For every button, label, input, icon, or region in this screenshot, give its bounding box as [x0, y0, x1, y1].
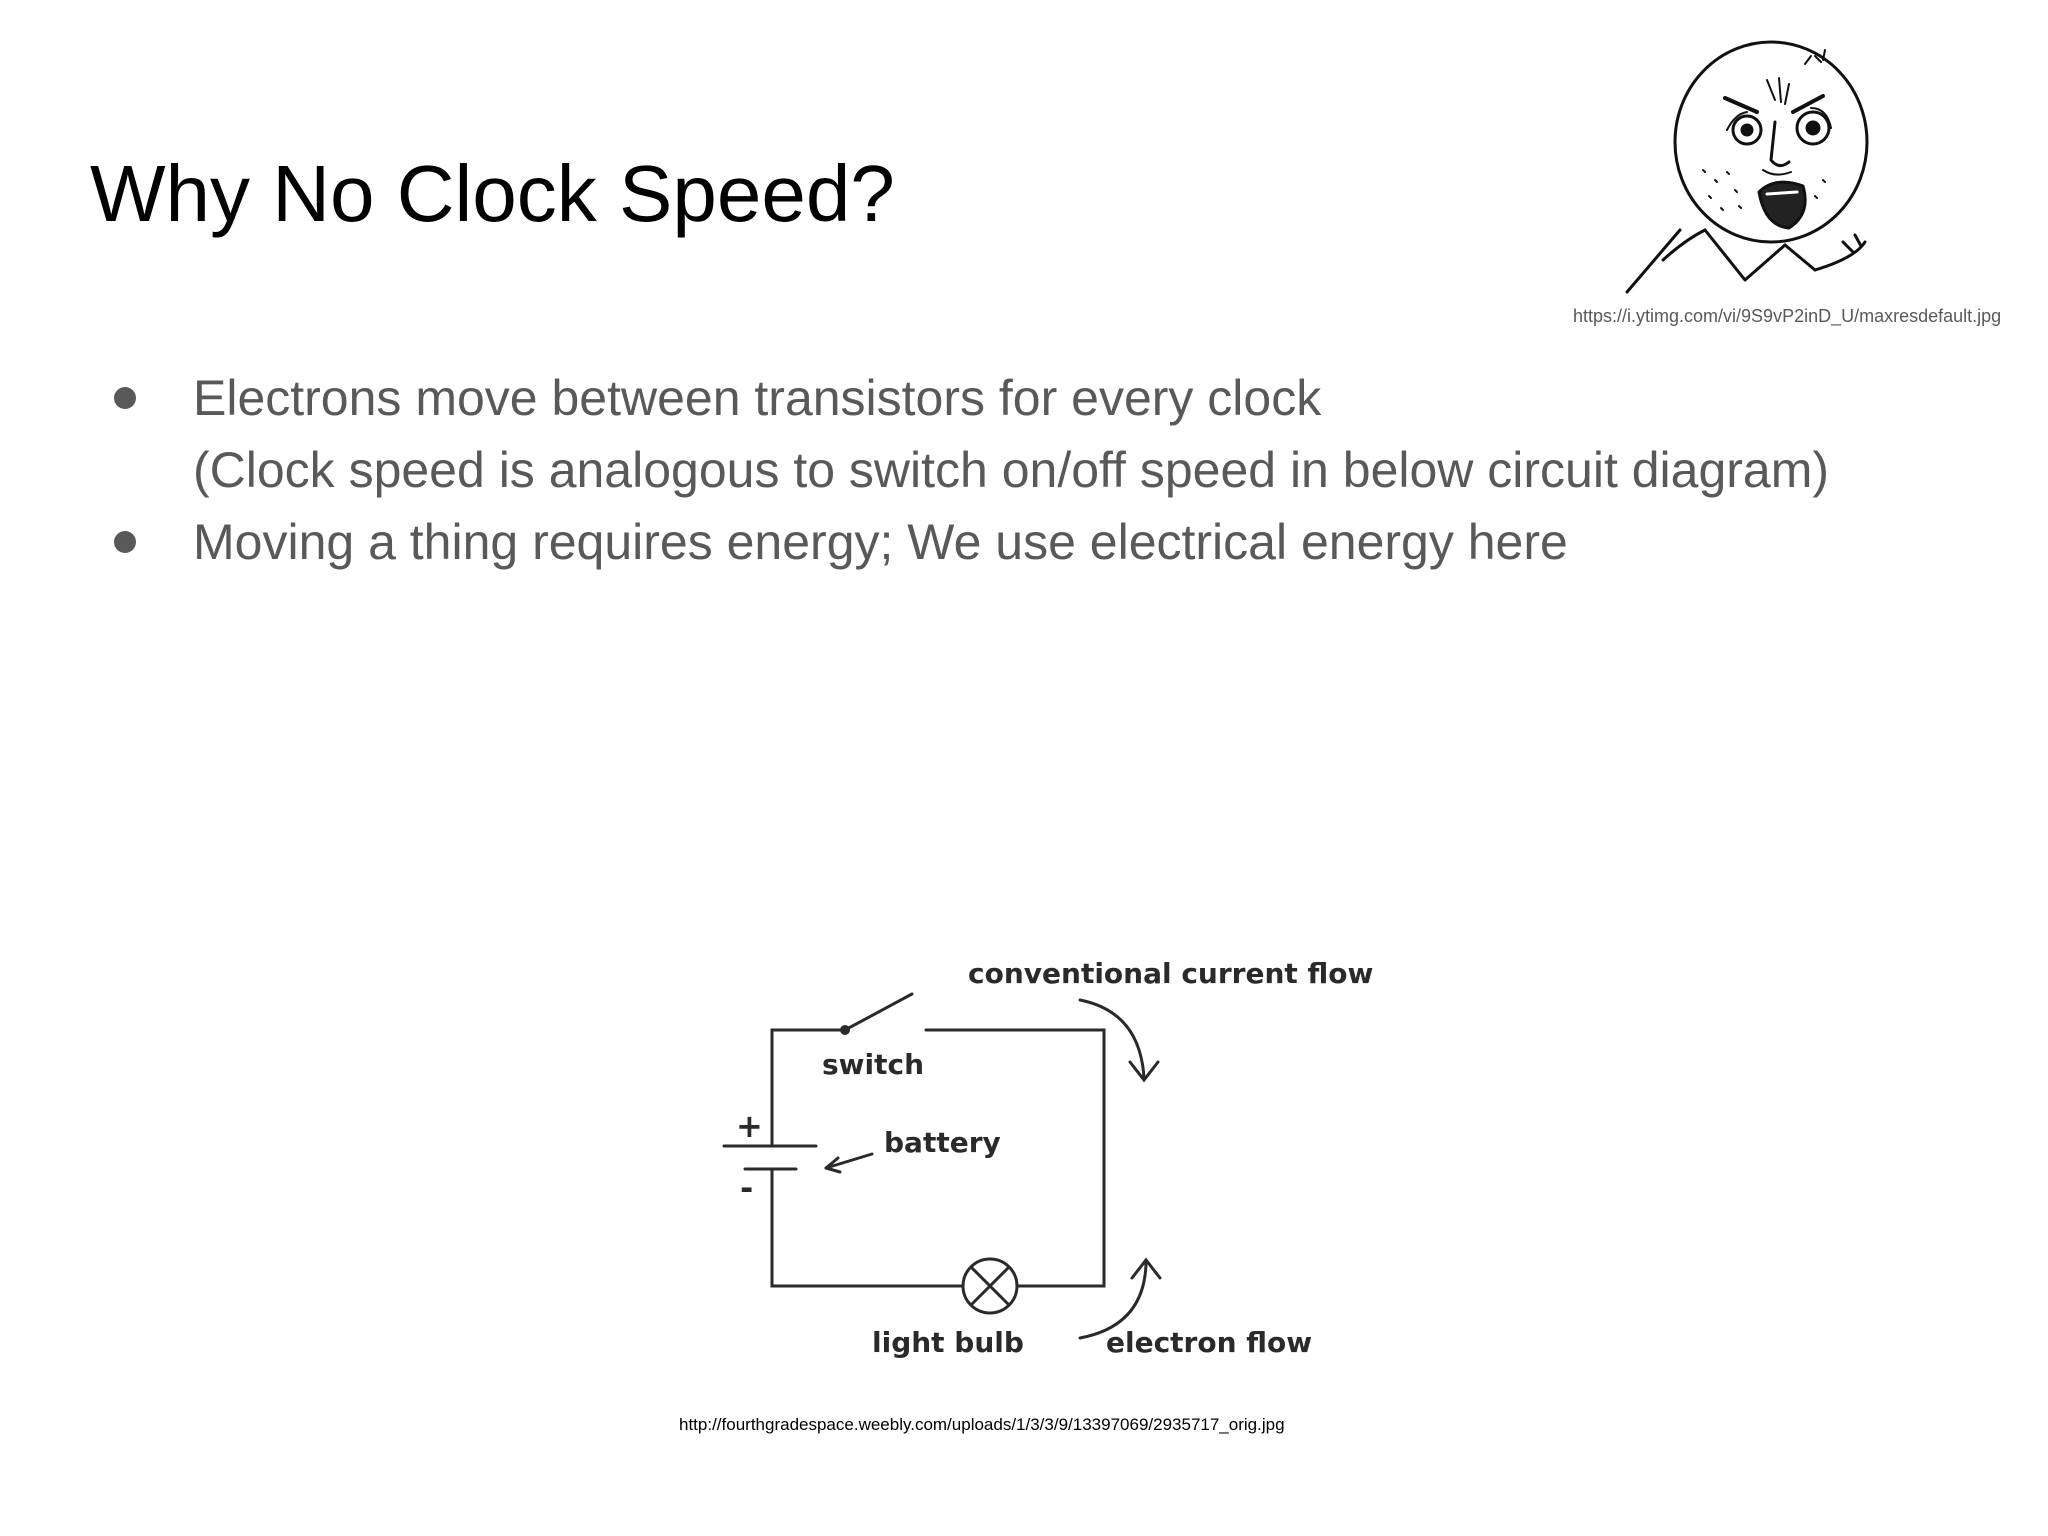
- circuit-wire: [924, 1028, 1106, 1288]
- electron-flow-arrow: [1078, 1262, 1148, 1340]
- bullet-dot-icon: [114, 531, 136, 553]
- rage-face-icon: [1625, 40, 1869, 294]
- light-bulb-label: light bulb: [872, 1326, 1024, 1359]
- conventional-flow-arrow: [1078, 998, 1146, 1080]
- light-bulb-filament: [969, 1265, 1011, 1307]
- battery-label: battery: [884, 1126, 1001, 1159]
- bullet-item: Electrons move between transistors for e…: [0, 362, 2048, 506]
- electron-flow-label: electron flow: [1106, 1326, 1312, 1359]
- bullet-text: Moving a thing requires energy; We use e…: [193, 514, 1568, 570]
- switch-blade: [843, 992, 914, 1032]
- circuit-diagram: conventional current flow switch battery…: [722, 957, 1373, 1359]
- slide-title: Why No Clock Speed?: [90, 149, 895, 238]
- switch-pivot: [840, 1025, 850, 1035]
- circuit-wire: [770, 1168, 964, 1288]
- battery-plus-sign: +: [736, 1107, 763, 1145]
- bullet-text: Electrons move between transistors for e…: [193, 370, 1322, 426]
- circuit-image-credit: http://fourthgradespace.weebly.com/uploa…: [679, 1415, 1285, 1434]
- switch-label: switch: [822, 1048, 924, 1081]
- bullet-item: Moving a thing requires energy; We use e…: [0, 506, 2048, 578]
- battery-pointer-arrow: [824, 1152, 874, 1170]
- bullet-list: Electrons move between transistors for e…: [0, 362, 2048, 578]
- bullet-dot-icon: [114, 387, 136, 409]
- conventional-flow-label: conventional current flow: [968, 957, 1373, 990]
- circuit-wire: [770, 1028, 847, 1134]
- bullet-text: (Clock speed is analogous to switch on/o…: [193, 442, 1830, 498]
- battery-minus-sign: -: [740, 1169, 753, 1207]
- meme-image-credit: https://i.ytimg.com/vi/9S9vP2inD_U/maxre…: [1573, 306, 2002, 326]
